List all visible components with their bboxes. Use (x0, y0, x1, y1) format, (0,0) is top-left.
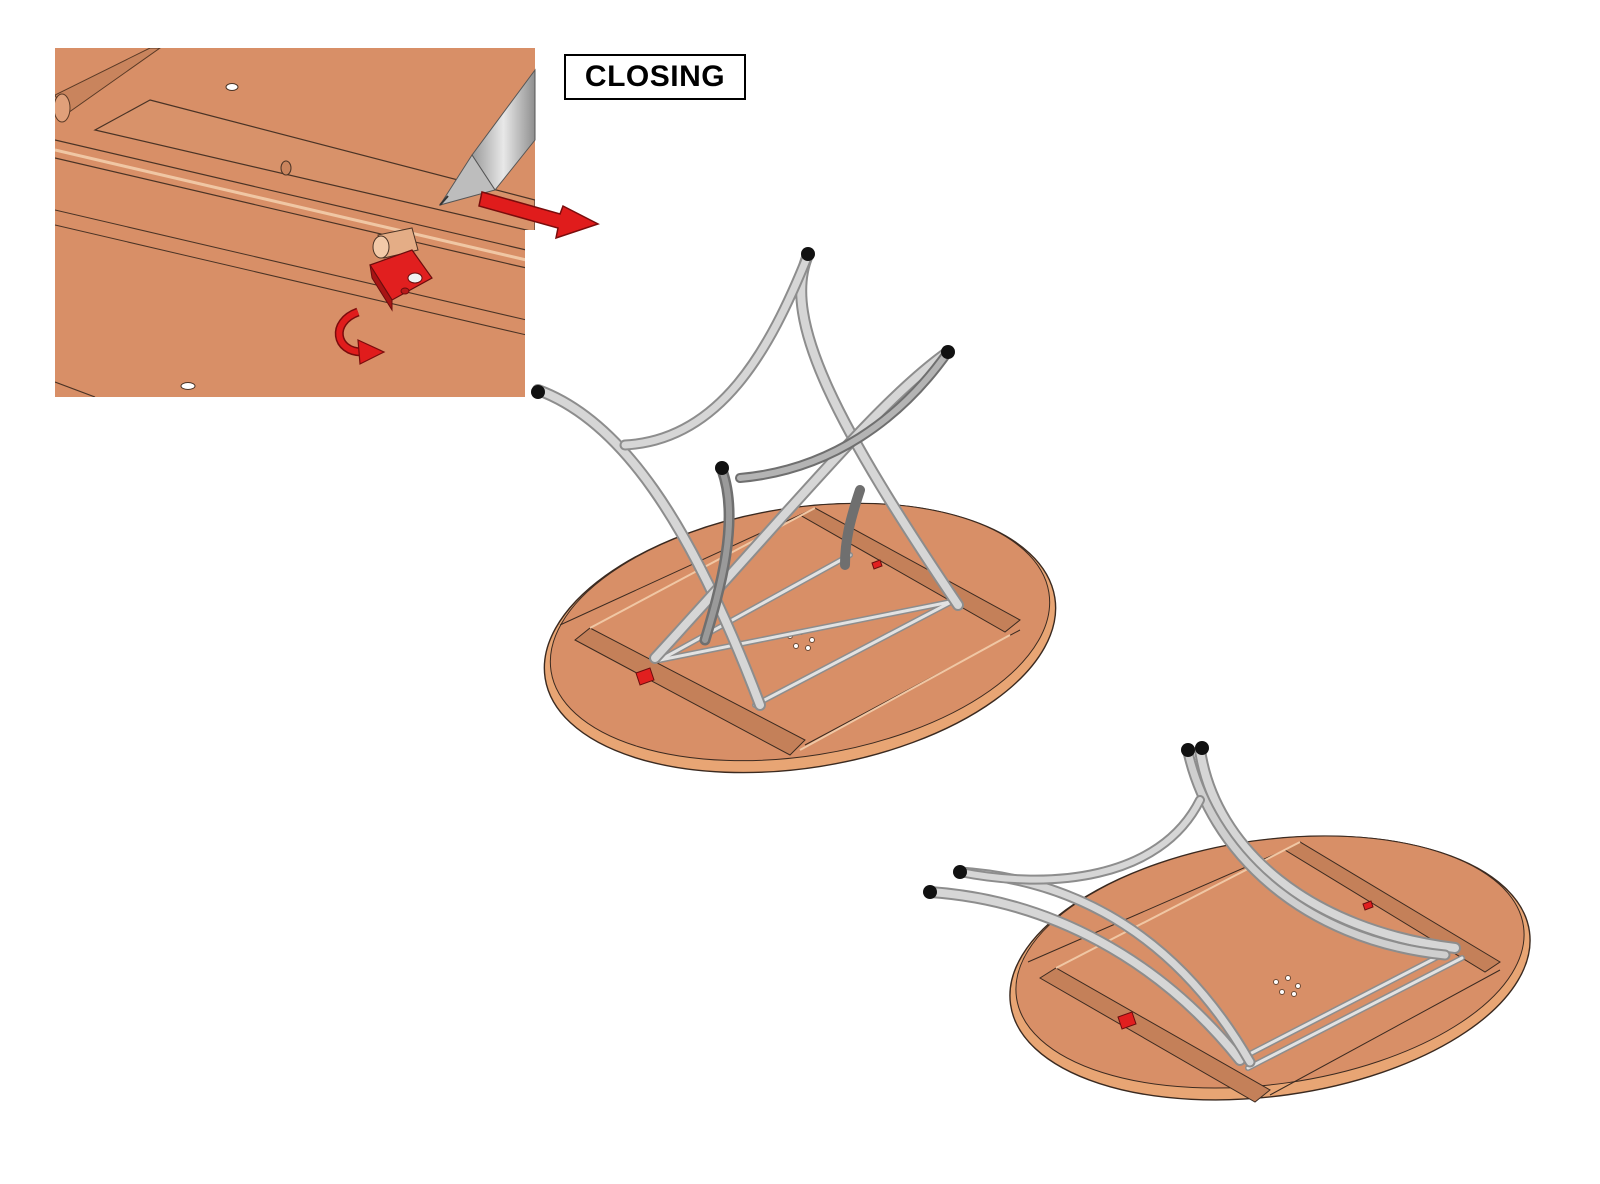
pull-arrow-icon (478, 191, 600, 240)
instruction-title-box: CLOSING (564, 54, 746, 100)
cross-bars-highlight (658, 553, 957, 707)
table-legs (532, 249, 964, 711)
frame-rails (559, 507, 1021, 756)
leg-caps (531, 247, 955, 475)
rotate-arrow-icon (334, 307, 386, 365)
lock-bracket (369, 249, 433, 312)
cross-bars-highlight (1236, 946, 1464, 1070)
table-legs-partially-open (531, 247, 1057, 774)
lock-bracket-marker (1117, 900, 1374, 1030)
tabletop (1009, 835, 1531, 1101)
leg-caps (923, 741, 1209, 899)
lock-bracket-marker (635, 559, 883, 686)
hinge-rod (55, 48, 162, 123)
table-legs-folded (923, 741, 1531, 1103)
table-legs (924, 744, 1461, 1068)
vent-holes (1273, 975, 1301, 997)
lock-detail-icon (55, 48, 600, 397)
instruction-title: CLOSING (584, 60, 726, 93)
lock-pin (372, 227, 419, 259)
